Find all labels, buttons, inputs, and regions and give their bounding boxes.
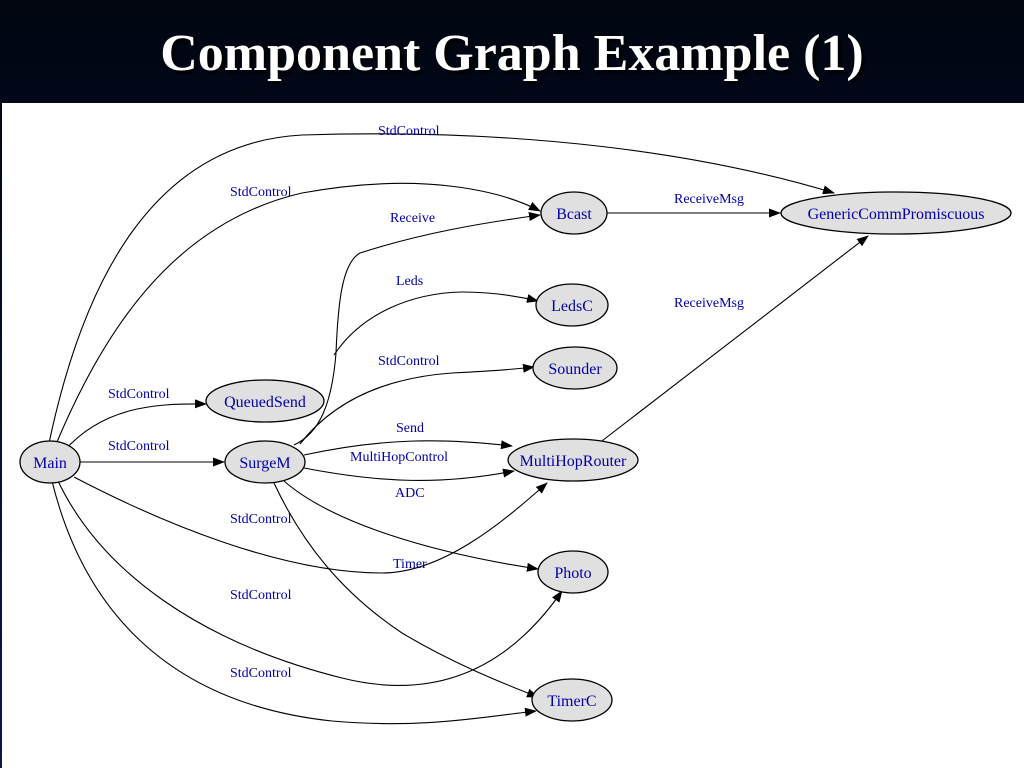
node-multihoprouter: MultiHopRouter bbox=[507, 438, 639, 482]
node-ledsc: LedsC bbox=[535, 283, 609, 327]
edge-label-main-multihop: StdControl bbox=[230, 512, 292, 527]
node-timerc: TimerC bbox=[531, 678, 613, 722]
edge-label-surgem-multihop-send: Send bbox=[396, 421, 424, 436]
node-bcast-label: Bcast bbox=[556, 206, 592, 223]
edge-surgem-photo bbox=[283, 480, 539, 572]
node-generic-label: GenericCommPromiscuous bbox=[808, 206, 985, 223]
edge-surgem-ledsc bbox=[333, 291, 539, 356]
edge-main-generic bbox=[47, 133, 835, 449]
node-sounder-label: Sounder bbox=[548, 361, 602, 378]
edge-main-timerc bbox=[51, 480, 537, 725]
node-main-label: Main bbox=[33, 455, 67, 472]
node-surgem: SurgeM bbox=[224, 440, 306, 484]
edge-label-surgem-multihop-control: MultiHopControl bbox=[350, 450, 448, 465]
edge-label-main-bcast: StdControl bbox=[230, 185, 292, 200]
edges bbox=[47, 133, 869, 725]
edge-label-surgem-bcast: Receive bbox=[390, 211, 435, 226]
node-queuedsend-label: QueuedSend bbox=[224, 394, 306, 411]
edge-label-surgem-photo: ADC bbox=[395, 486, 425, 501]
edge-label-multihop-generic: ReceiveMsg bbox=[674, 296, 744, 311]
edge-surgem-sounder bbox=[299, 363, 535, 445]
edge-surgem-multihop-send bbox=[303, 440, 513, 456]
node-bcast: Bcast bbox=[540, 191, 608, 235]
node-queuedsend: QueuedSend bbox=[205, 379, 325, 423]
edge-label-surgem-ledsc: Leds bbox=[396, 274, 423, 289]
component-graph: StdControl StdControl Receive ReceiveMsg… bbox=[19, 124, 1012, 725]
edge-labels: StdControl StdControl Receive ReceiveMsg… bbox=[108, 124, 744, 681]
edge-surgem-bcast bbox=[293, 212, 541, 446]
edge-label-main-surgem: StdControl bbox=[108, 439, 170, 454]
node-timerc-label: TimerC bbox=[547, 693, 596, 710]
node-photo-label: Photo bbox=[554, 565, 591, 582]
slide-title: Component Graph Example (1) bbox=[160, 25, 864, 82]
edge-label-main-queuedsend: StdControl bbox=[108, 387, 170, 402]
nodes: Main QueuedSend SurgeM Bcast GenericComm… bbox=[19, 191, 1012, 722]
edge-surgem-multihop-control bbox=[303, 467, 515, 482]
edge-label-bcast-generic: ReceiveMsg bbox=[674, 192, 744, 207]
edge-label-surgem-sounder: StdControl bbox=[378, 354, 440, 369]
edge-multihop-generic bbox=[597, 235, 869, 445]
node-multihoprouter-label: MultiHopRouter bbox=[520, 453, 627, 470]
node-generic: GenericCommPromiscuous bbox=[780, 191, 1012, 235]
node-main: Main bbox=[19, 440, 81, 484]
edge-label-main-generic: StdControl bbox=[378, 124, 440, 139]
node-photo: Photo bbox=[537, 550, 609, 594]
edge-label-main-timerc: StdControl bbox=[230, 666, 292, 681]
graph-canvas: StdControl StdControl Receive ReceiveMsg… bbox=[2, 103, 1024, 768]
edge-main-queuedsend bbox=[63, 399, 207, 452]
node-surgem-label: SurgeM bbox=[239, 455, 290, 472]
edge-label-surgem-timerc: Timer bbox=[393, 557, 427, 572]
node-ledsc-label: LedsC bbox=[551, 298, 593, 315]
edge-label-main-photo: StdControl bbox=[230, 588, 292, 603]
edge-surgem-timerc bbox=[273, 482, 539, 698]
edge-main-photo bbox=[57, 480, 563, 686]
edge-main-multihop bbox=[73, 476, 548, 574]
edge-main-bcast bbox=[53, 182, 541, 450]
node-sounder: Sounder bbox=[532, 346, 618, 390]
